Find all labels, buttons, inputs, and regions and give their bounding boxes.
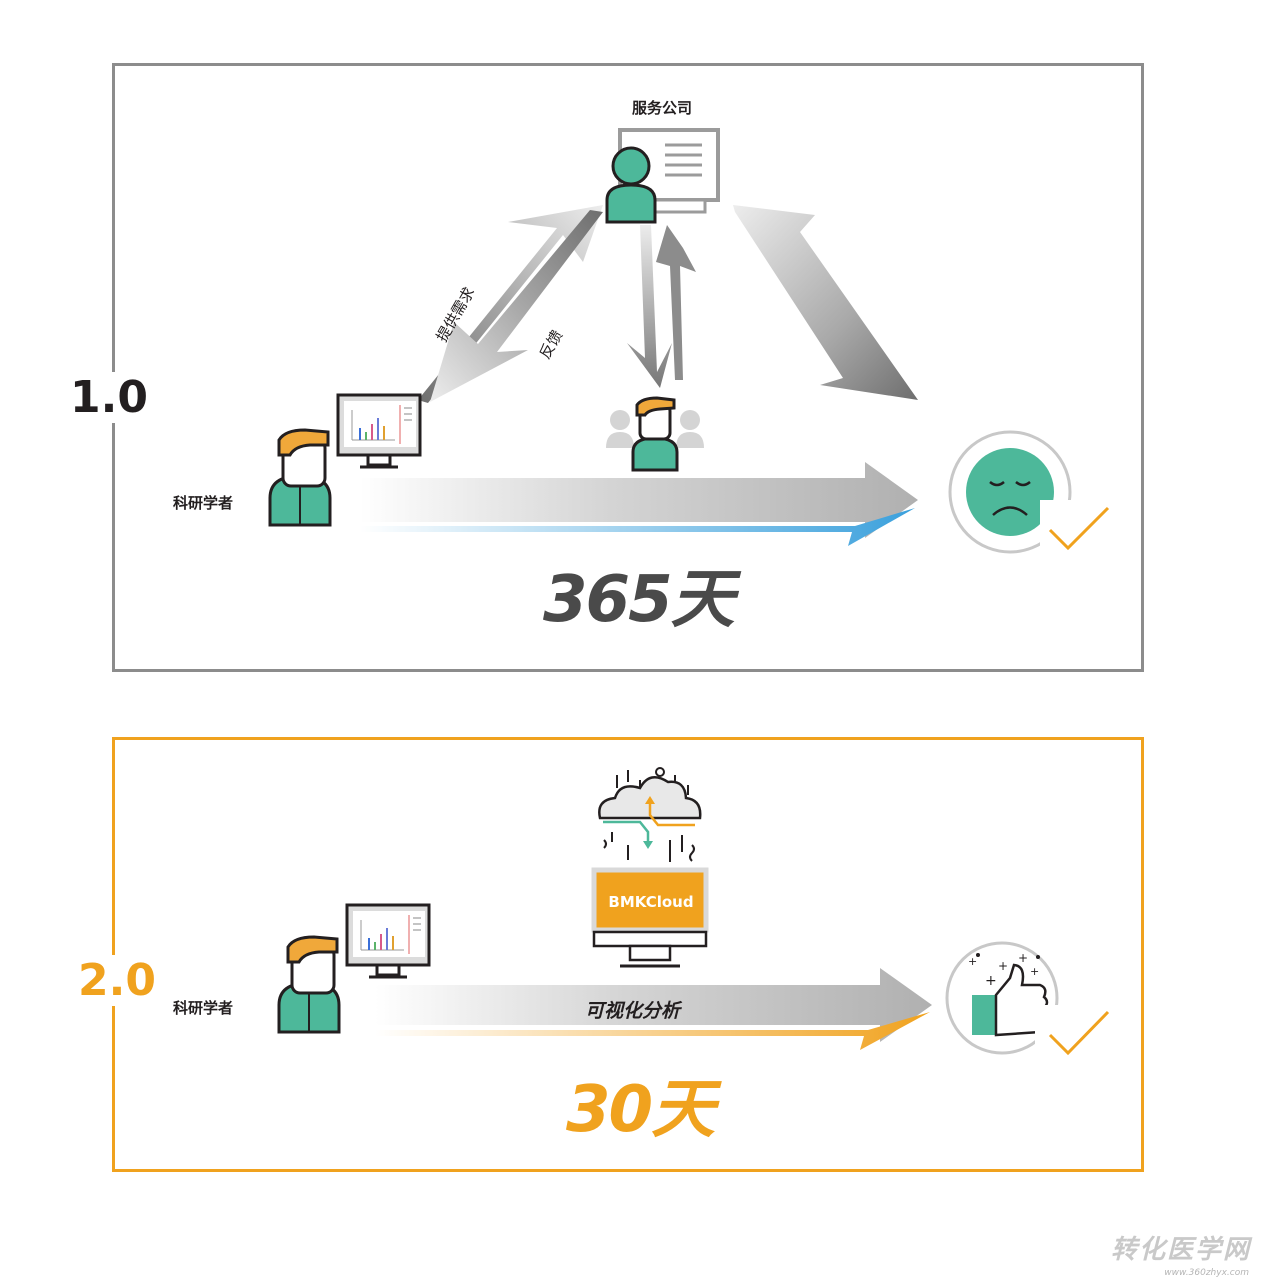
duration-v2: 30天	[566, 1073, 715, 1147]
arrow-timeline-v2	[375, 968, 932, 1050]
version-label-1: 1.0	[64, 372, 154, 423]
watermark-url: www.360zhyx.com	[1164, 1268, 1249, 1278]
researcher-label-v2: 科研学者	[173, 999, 234, 1017]
bmkcloud-label: BMKCloud	[608, 893, 694, 911]
version-label-2: 2.0	[72, 955, 162, 1006]
svg-text:+: +	[1030, 965, 1039, 978]
arrow-feedback	[430, 210, 603, 402]
duration-v1: 365天	[543, 563, 735, 637]
service-company-icon	[605, 128, 720, 224]
arrow-service-to-team	[627, 225, 696, 388]
svg-text:+: +	[968, 955, 977, 968]
panel-version-1	[112, 63, 1144, 672]
researcher-avatar-v2	[277, 935, 341, 1034]
researcher-monitor-v2	[345, 903, 431, 979]
researcher-avatar-v1	[268, 428, 332, 527]
researcher-label-v1: 科研学者	[173, 494, 234, 512]
arrow-timeline-v1	[360, 462, 918, 546]
thumbs-up-icon: + + + + +	[945, 941, 1110, 1057]
visual-analysis-label: 可视化分析	[585, 1000, 681, 1022]
sad-face-icon	[948, 430, 1110, 555]
bmkcloud-monitor	[591, 867, 709, 968]
service-company-label: 服务公司	[632, 99, 693, 117]
watermark-logo: 转化医学网	[1110, 1235, 1251, 1265]
svg-text:+: +	[1018, 951, 1028, 965]
panel-version-2	[112, 737, 1144, 1172]
svg-text:+: +	[998, 959, 1008, 973]
arrow-service-to-result	[733, 205, 918, 400]
cloud-icon	[598, 767, 702, 862]
researcher-monitor-v1	[336, 393, 422, 469]
team-icon	[606, 396, 704, 472]
svg-text:+: +	[985, 973, 997, 989]
